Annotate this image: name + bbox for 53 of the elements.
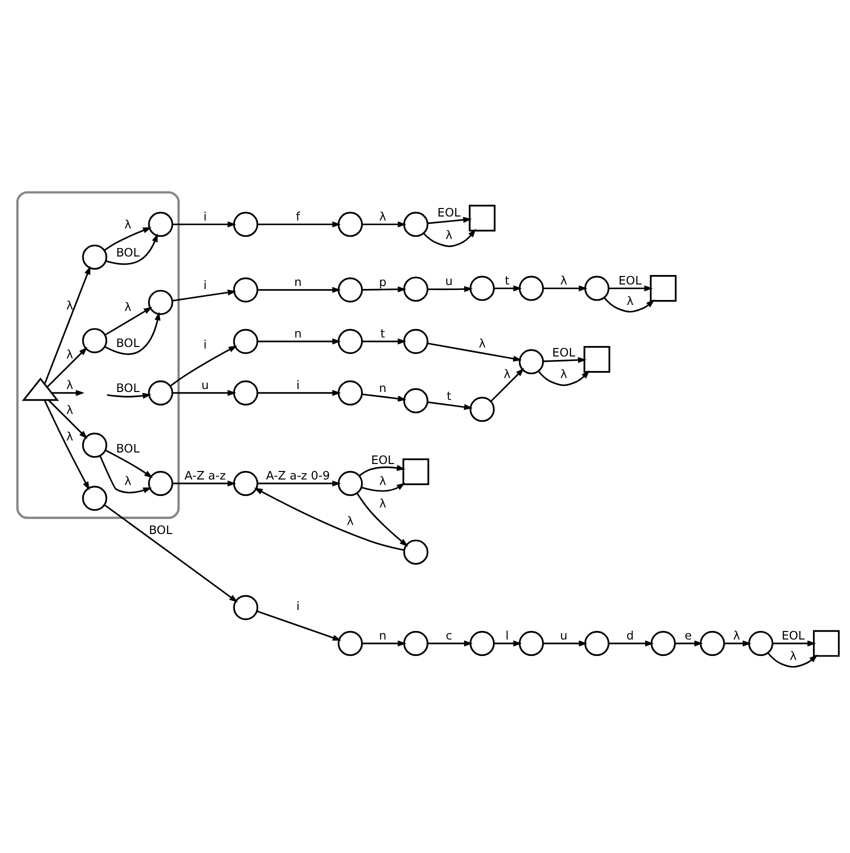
edge-label: λ bbox=[346, 514, 354, 528]
edge-label: EOL bbox=[437, 206, 461, 220]
edge-label: λ bbox=[560, 273, 568, 288]
edge-label: i bbox=[296, 378, 300, 392]
edge-label: u bbox=[445, 274, 453, 288]
edge-label: i bbox=[203, 278, 207, 292]
edge-label: λ bbox=[504, 367, 511, 382]
edge-label: λ bbox=[66, 403, 74, 418]
edge-label: λ bbox=[66, 430, 74, 444]
edge-label: λ bbox=[124, 300, 132, 314]
edge-label: n bbox=[294, 326, 302, 341]
edge-label: BOL bbox=[116, 441, 140, 456]
edge-label: λ bbox=[478, 336, 486, 351]
edge-label: BOL bbox=[116, 336, 140, 350]
edge-label: t bbox=[504, 273, 510, 288]
edge-label: A-Z a-z 0-9 bbox=[266, 468, 330, 483]
edge-label: c bbox=[446, 628, 452, 643]
edge-label: λ bbox=[66, 378, 74, 392]
edge-label: f bbox=[296, 209, 300, 224]
edge-label: λ bbox=[379, 474, 386, 488]
edge-label: λ bbox=[733, 628, 740, 643]
edge-label: n bbox=[378, 381, 386, 396]
edge-label: BOL bbox=[148, 523, 172, 538]
edge-label: A-Z a-z bbox=[184, 468, 226, 483]
edge-label: λ bbox=[446, 228, 452, 242]
edge-label: EOL bbox=[371, 452, 394, 467]
edge-label: EOL bbox=[552, 345, 576, 360]
edge-label: λ bbox=[66, 298, 74, 312]
edge-label: BOL bbox=[116, 245, 140, 260]
edge-label: t bbox=[380, 326, 385, 341]
edge-label: i bbox=[296, 598, 300, 613]
edge-label: λ bbox=[66, 348, 74, 362]
edge-label: n bbox=[294, 275, 302, 290]
edge-label: p bbox=[378, 275, 386, 290]
edge-label: λ bbox=[379, 209, 386, 224]
edge-label: EOL bbox=[618, 273, 642, 288]
edge-label: BOL bbox=[116, 381, 140, 396]
edge-label: λ bbox=[626, 294, 634, 308]
edge-label: λ bbox=[379, 496, 386, 511]
edge-label: t bbox=[446, 388, 452, 403]
edge-label: u bbox=[560, 628, 568, 643]
edge-label: l bbox=[506, 628, 509, 643]
edge-label: u bbox=[201, 378, 209, 392]
edge-label: n bbox=[378, 628, 386, 643]
edge-label: EOL bbox=[782, 628, 805, 643]
edge-label: e bbox=[684, 628, 692, 643]
edge-label: λ bbox=[124, 474, 132, 488]
edge-label: λ bbox=[124, 217, 132, 232]
edge-label: λ bbox=[790, 648, 797, 663]
edge-label: i bbox=[203, 209, 207, 224]
edge-label: d bbox=[626, 628, 634, 643]
edge-label: i bbox=[203, 337, 207, 352]
edge-label: λ bbox=[560, 367, 568, 382]
